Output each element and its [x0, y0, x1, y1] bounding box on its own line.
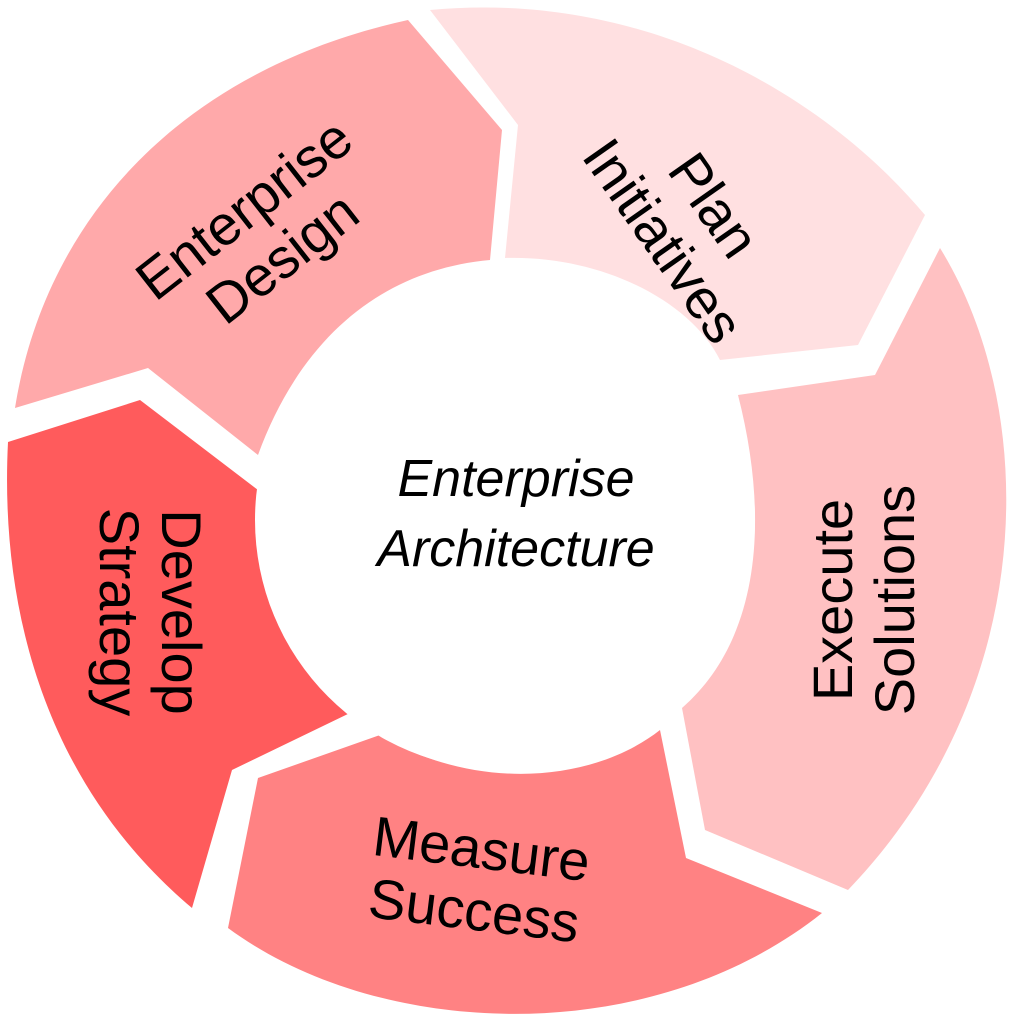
label-group-execute-solutions: Execute Solutions — [801, 485, 926, 715]
segment-label-develop: Develop — [150, 509, 213, 714]
label-group-measure-success: Measure Success — [365, 804, 593, 954]
segment-label-execute: Execute — [801, 499, 864, 701]
segment-execute-solutions — [682, 248, 1007, 890]
label-group-develop-strategy: Develop Strategy — [88, 508, 213, 717]
center-circle — [255, 270, 755, 770]
segment-measure-success — [228, 730, 822, 1014]
segment-label-solutions: Solutions — [863, 485, 926, 715]
segment-label-strategy: Strategy — [88, 508, 151, 717]
center-label-line2: Architecture — [374, 520, 654, 578]
segment-enterprise-design — [15, 20, 502, 455]
center-label-line1: Enterprise — [398, 450, 635, 508]
segment-develop-strategy — [7, 400, 352, 908]
segment-plan-initiatives — [430, 7, 925, 360]
